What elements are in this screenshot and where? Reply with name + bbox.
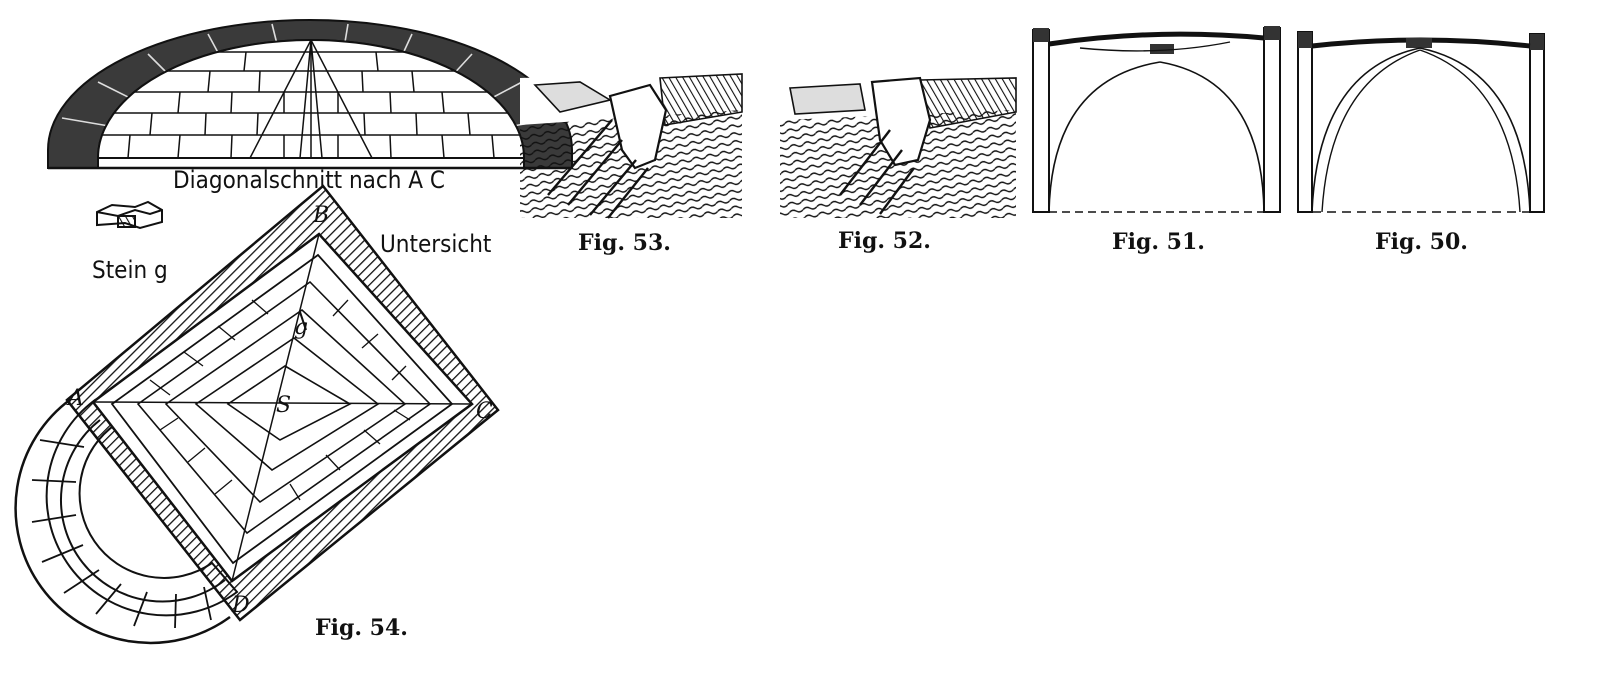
section-caption: Diagonalschnitt nach A C	[173, 166, 445, 194]
stone-caption: Stein g	[92, 256, 168, 284]
fig50-caption: Fig. 50.	[1375, 229, 1468, 255]
fig50-drawing	[1297, 31, 1545, 213]
fig52-drawing	[780, 76, 1017, 218]
fig53-drawing	[520, 72, 743, 219]
point-label-s: S	[276, 393, 291, 418]
point-label-d: D	[231, 593, 250, 618]
underside-caption: Untersicht	[380, 230, 491, 258]
fig53-caption: Fig. 53.	[578, 230, 671, 256]
underside-plan-drawing	[14, 184, 500, 645]
diagonal-section-drawing	[47, 19, 573, 170]
point-label-c: C	[476, 399, 493, 424]
fig51-caption: Fig. 51.	[1112, 229, 1205, 255]
fig51-drawing	[1032, 26, 1281, 213]
point-label-g: g	[294, 315, 308, 340]
fig52-caption: Fig. 52.	[838, 228, 931, 254]
stone-g-drawing	[96, 200, 163, 230]
point-label-b: B	[312, 203, 329, 228]
point-label-a: A	[66, 386, 84, 411]
fig54-caption: Fig. 54.	[315, 615, 408, 641]
